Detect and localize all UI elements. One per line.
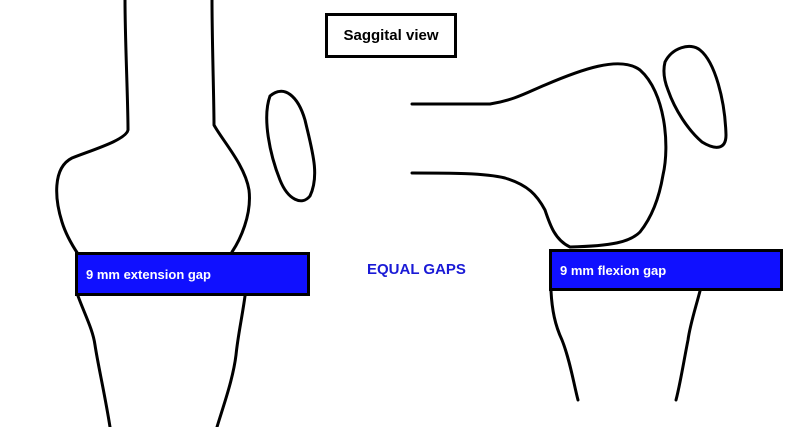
diagram-title: Saggital view bbox=[325, 13, 457, 58]
flexion-patella-outline bbox=[662, 45, 728, 149]
extension-gap-label: 9 mm extension gap bbox=[86, 266, 211, 282]
extension-femur-outline bbox=[55, 0, 251, 256]
extension-tibia-outline bbox=[76, 294, 247, 427]
flexion-tibia-outline bbox=[549, 289, 702, 402]
equal-gaps-label: EQUAL GAPS bbox=[367, 261, 466, 278]
extension-patella-outline bbox=[265, 89, 317, 203]
flexion-gap-box: 9 mm flexion gap bbox=[549, 249, 783, 291]
extension-gap-box: 9 mm extension gap bbox=[75, 252, 310, 296]
flexion-femur-outline bbox=[410, 62, 668, 249]
flexion-gap-label: 9 mm flexion gap bbox=[560, 262, 667, 278]
